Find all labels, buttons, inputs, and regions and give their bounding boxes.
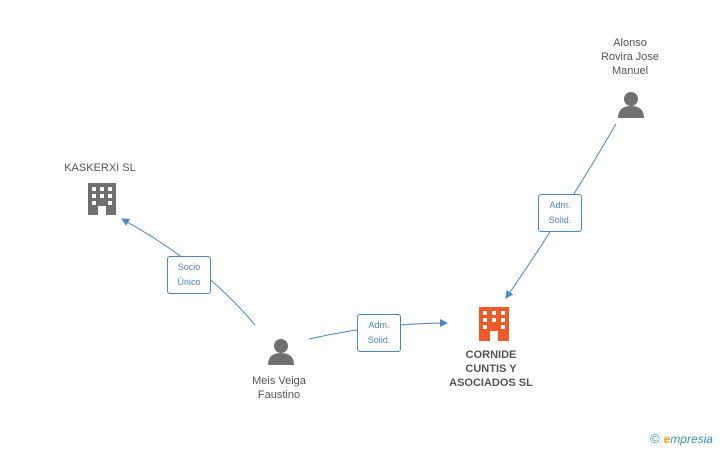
node-label-meis[interactable]: Meis Veiga Faustino (252, 375, 306, 401)
node-label-kaskerxi[interactable]: KASKERXI SL (64, 162, 136, 174)
copyright-icon: © (650, 431, 660, 446)
brand-logo-letter: e (663, 432, 671, 446)
brand-watermark: ©empresia (650, 431, 713, 446)
brand-logo-text: mpresia (670, 432, 713, 446)
person-icon-alonso[interactable] (618, 92, 644, 118)
node-label-cornide[interactable]: CORNIDE CUNTIS Y ASOCIADOS SL (449, 349, 533, 389)
person-icon-meis[interactable] (268, 339, 294, 365)
building-icon-kaskerxi[interactable] (88, 183, 116, 215)
building-icon-cornide[interactable] (479, 307, 509, 341)
edge-label-adm-solid-alonso: Adm. Solid. (538, 194, 582, 232)
edge-label-socio-unico: Socio Único (167, 256, 211, 294)
node-label-alonso[interactable]: Alonso Rovira Jose Manuel (600, 37, 660, 77)
edge-label-adm-solid-meis: Adm. Solid. (357, 314, 401, 352)
